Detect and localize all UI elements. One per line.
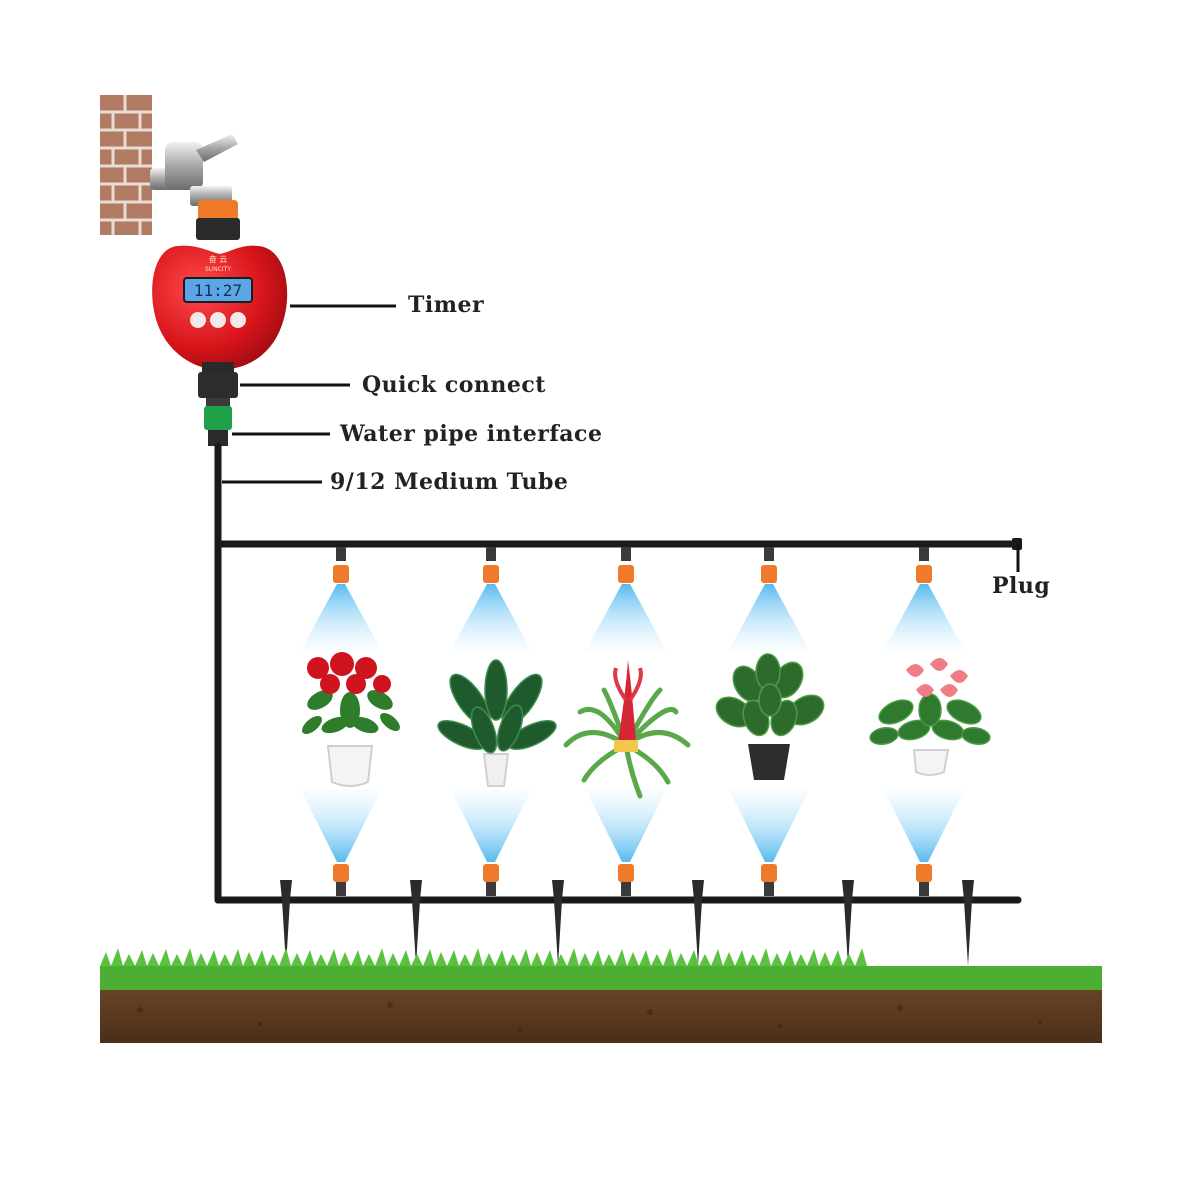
- timer-button-middle[interactable]: [210, 312, 226, 328]
- pipe-network: [214, 442, 1022, 904]
- timer-brand-line-2: SUNCITY: [205, 266, 231, 273]
- water-pipe-interface-fitting: [204, 406, 232, 446]
- rubber-plant-icon: [715, 653, 825, 780]
- plug-label: Plug: [992, 573, 1051, 599]
- red-rose-plant-icon: [302, 652, 400, 787]
- top-nozzles: [301, 547, 964, 650]
- quick-connect-label: Quick connect: [362, 372, 546, 398]
- quick-connect-fitting: [198, 372, 238, 408]
- timer-button-right[interactable]: [230, 312, 246, 328]
- bromeliad-plant-icon: [563, 660, 691, 799]
- timer-lcd-readout: 11:27: [194, 281, 242, 300]
- brick-wall-icon: [100, 95, 152, 235]
- calathea-plant-icon: [437, 659, 557, 787]
- anthurium-plant-icon: [869, 658, 991, 776]
- timer-button-left[interactable]: [190, 312, 206, 328]
- medium-tube-label: 9/12 Medium Tube: [330, 469, 569, 495]
- water-timer: 11:27 奋 云 SUNCITY: [152, 200, 288, 374]
- timer-label: Timer: [408, 292, 485, 318]
- timer-brand-line-1: 奋 云: [209, 254, 228, 264]
- faucet-icon: [150, 134, 238, 206]
- water-pipe-interface-label: Water pipe interface: [340, 421, 603, 447]
- bottom-nozzles: [301, 790, 964, 896]
- callout-lines: [222, 304, 1020, 572]
- ground-stakes: [280, 880, 974, 966]
- ground: [100, 948, 1102, 1043]
